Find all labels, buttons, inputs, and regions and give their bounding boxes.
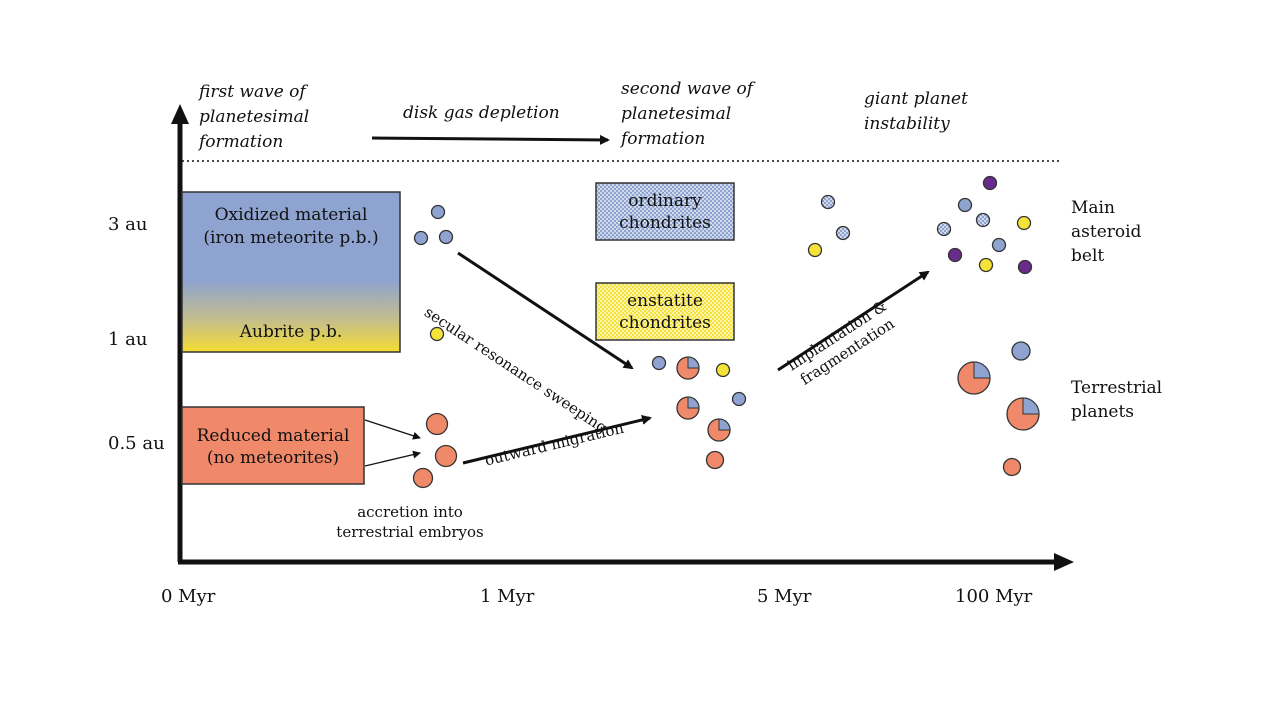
x-tick-1myr: 1 Myr <box>480 586 535 607</box>
enstatite-chondrites-text: enstatite chondrites <box>619 291 711 333</box>
mixed-embryo <box>707 418 731 442</box>
aubrite-label: Aubrite p.b. <box>239 322 343 342</box>
gas-depletion-label: disk gas depletion <box>403 103 560 123</box>
main-belt-label: Main asteroid belt <box>1071 198 1142 266</box>
blue-planetesimal <box>731 391 747 407</box>
ordinary-chondrite-body <box>835 225 851 241</box>
yellow-asteroid <box>978 257 994 273</box>
blue-planetesimal <box>430 204 446 220</box>
reduced-arrow-lower <box>364 450 421 467</box>
x-axis-arrowhead <box>1054 553 1074 571</box>
blue-asteroid <box>991 237 1007 253</box>
y-tick-1au: 1 au <box>108 329 148 350</box>
mixed-embryo <box>676 356 700 380</box>
enstatite-box-bg <box>595 282 735 341</box>
blue-planetesimal <box>438 229 454 245</box>
orange-planet <box>1002 457 1022 477</box>
ordinary-box-bg <box>595 182 735 241</box>
second-wave-label: second wave of planetesimal formation <box>621 79 754 149</box>
y-tick-3au: 3 au <box>108 214 148 235</box>
mixed-embryo <box>676 396 700 420</box>
orange-embryo <box>412 467 434 489</box>
yellow-planetesimal <box>715 362 731 378</box>
blue-planetesimal <box>651 355 667 371</box>
x-tick-0myr: 0 Myr <box>161 586 216 607</box>
purple-asteroid <box>1017 259 1033 275</box>
blue-planetesimal <box>413 230 429 246</box>
ordinary-chondrites-text: ordinary chondrites <box>619 191 711 233</box>
blue-planet <box>1011 341 1031 361</box>
orange-embryo <box>434 444 458 468</box>
implantation-arrow <box>777 270 930 372</box>
reduced-arrow-upper <box>364 419 421 440</box>
orange-embryo <box>425 412 449 436</box>
yellow-planetesimal <box>807 242 823 258</box>
y-tick-05au: 0.5 au <box>108 433 165 454</box>
outward-migration-arrow <box>462 415 652 465</box>
x-tick-5myr: 5 Myr <box>757 586 812 607</box>
oxidized-box-bg <box>181 191 401 353</box>
yellow-planetesimal <box>429 326 445 342</box>
oxidized-box-text: Oxidized material (iron meteorite p.b.) <box>203 205 379 248</box>
first-wave-label: first wave of planetesimal formation <box>199 82 310 152</box>
reduced-box-text: Reduced material (no meteorites) <box>196 426 350 468</box>
yellow-asteroid <box>1016 215 1032 231</box>
purple-asteroid <box>982 175 998 191</box>
terrestrial-planets-label: Terrestrial planets <box>1071 378 1163 422</box>
terrestrial-planet-mixed <box>1006 397 1040 431</box>
reduced-box-bg <box>181 406 365 485</box>
x-tick-100myr: 100 Myr <box>955 586 1033 607</box>
secular-resonance-arrow <box>457 251 634 370</box>
terrestrial-planet-mixed <box>957 361 991 395</box>
accretion-label: accretion into terrestrial embryos <box>336 503 484 541</box>
gas-depletion-arrow <box>371 134 610 145</box>
orange-embryo <box>705 450 725 470</box>
ordinary-chondrite-asteroid <box>975 212 991 228</box>
y-axis-arrowhead <box>171 104 189 124</box>
purple-asteroid <box>947 247 963 263</box>
ordinary-chondrite-body <box>820 194 836 210</box>
blue-asteroid <box>957 197 973 213</box>
instability-label: giant planet instability <box>864 89 968 134</box>
ordinary-chondrite-asteroid <box>936 221 952 237</box>
